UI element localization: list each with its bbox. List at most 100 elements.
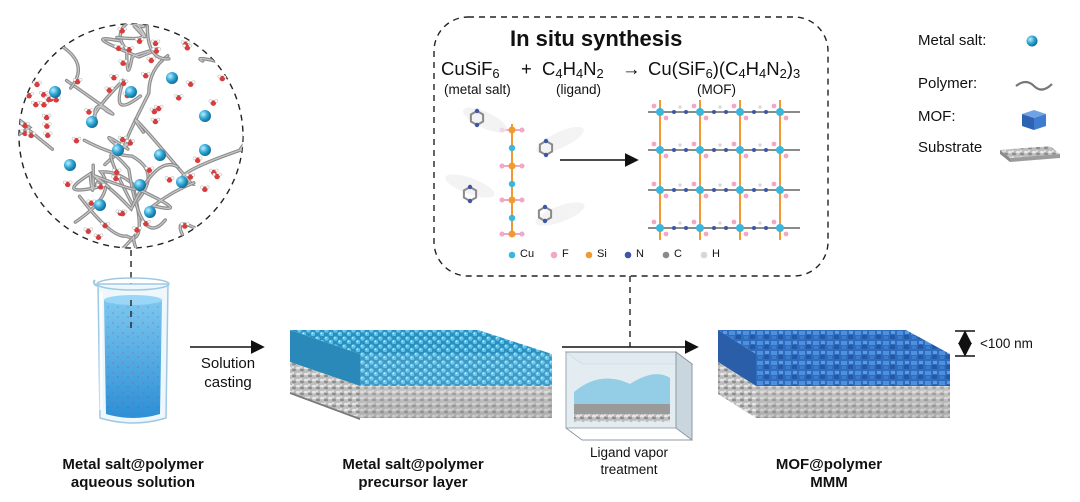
polymer-chain xyxy=(178,217,243,248)
element-label-si: Si xyxy=(597,248,607,260)
mof-f-atom xyxy=(783,115,789,121)
mof-f-atom xyxy=(651,181,657,187)
water-oxygen xyxy=(219,75,226,82)
water-hydrogen xyxy=(156,39,161,44)
metal-ion xyxy=(49,86,61,98)
mof-f-atom xyxy=(651,103,657,109)
water-hydrogen xyxy=(138,226,142,230)
polymer-chain-highlight xyxy=(104,55,169,166)
mof-cu-node xyxy=(656,224,664,232)
f-atom xyxy=(499,197,505,203)
water-hydrogen xyxy=(78,77,83,82)
mof-cu-node xyxy=(696,186,704,194)
mof-cu-node xyxy=(776,108,784,116)
n-atom xyxy=(467,198,473,204)
element-dot-f xyxy=(550,251,558,259)
water-hydrogen xyxy=(157,47,162,51)
water-hydrogen xyxy=(159,104,164,109)
metal-ion xyxy=(125,86,137,98)
n-atom xyxy=(543,138,549,144)
water-hydrogen xyxy=(140,37,145,41)
n-atom xyxy=(474,108,480,114)
n-atom xyxy=(543,152,549,158)
mof-h-atom xyxy=(678,221,682,225)
water-hydrogen xyxy=(23,192,28,197)
water-oxygen xyxy=(148,57,155,64)
water-hydrogen xyxy=(106,221,110,226)
metal-salt-label: (metal salt) xyxy=(444,82,511,97)
element-label-h: H xyxy=(712,248,720,260)
vapor-chamber xyxy=(564,351,694,441)
water-hydrogen xyxy=(118,79,123,83)
polymer-legend-icon xyxy=(1015,80,1053,91)
mof-n-atom xyxy=(764,148,768,152)
water-hydrogen xyxy=(39,101,43,105)
water-hydrogen xyxy=(144,166,149,170)
water-hydrogen xyxy=(117,209,122,214)
water-hydrogen xyxy=(141,71,145,76)
water-hydrogen xyxy=(208,99,213,103)
synthesis-box xyxy=(433,16,829,277)
water-hydrogen xyxy=(110,86,114,90)
legend-mof: MOF: xyxy=(918,108,956,125)
mof-h-atom xyxy=(758,221,762,225)
water-hydrogen xyxy=(47,113,52,118)
thickness-indicator xyxy=(955,330,975,357)
water-oxygen xyxy=(225,212,232,219)
precursor-layer-block xyxy=(290,330,552,420)
polymer-chain-highlight xyxy=(19,24,79,89)
water-hydrogen xyxy=(134,37,139,41)
water-oxygen xyxy=(146,167,153,173)
mof-cu-node xyxy=(736,224,744,232)
water-hydrogen xyxy=(130,46,134,50)
water-hydrogen xyxy=(188,44,193,48)
water-hydrogen xyxy=(156,117,161,122)
water-hydrogen xyxy=(44,95,48,100)
metal-ion xyxy=(166,72,178,84)
mof-n-atom xyxy=(684,188,688,192)
water-oxygen xyxy=(95,234,102,241)
water-oxygen xyxy=(44,123,50,129)
mof-h-atom xyxy=(758,105,762,109)
mof-f-atom xyxy=(783,153,789,159)
f-atom xyxy=(499,163,505,169)
beaker xyxy=(92,277,170,424)
mof-n-atom xyxy=(724,226,728,230)
water-hydrogen xyxy=(123,27,127,31)
water-oxygen xyxy=(88,200,95,206)
mof-f-atom xyxy=(691,181,697,187)
water-hydrogen xyxy=(113,44,118,48)
mof-n-atom xyxy=(712,188,716,192)
element-dot-h xyxy=(700,251,708,259)
element-dot-cu xyxy=(508,251,516,259)
water-oxygen xyxy=(39,57,46,64)
water-oxygen xyxy=(86,109,92,115)
polymer-chain-highlight xyxy=(134,95,243,185)
water-hydrogen xyxy=(123,135,128,140)
water-hydrogen xyxy=(123,209,128,214)
ligand-label: (ligand) xyxy=(556,82,602,97)
water-hydrogen xyxy=(164,176,169,180)
mof-f-atom xyxy=(703,193,709,199)
precursor-molecules xyxy=(445,107,585,238)
si-atom xyxy=(508,230,516,238)
water-hydrogen xyxy=(185,173,190,177)
metal-ion xyxy=(64,159,76,171)
metal-ion xyxy=(112,144,124,156)
water-oxygen xyxy=(106,87,113,93)
mof-f-atom xyxy=(703,153,709,159)
water-oxygen xyxy=(22,130,28,137)
water-hydrogen xyxy=(150,117,155,122)
mof-f-atom xyxy=(731,141,737,147)
water-oxygen xyxy=(73,137,80,144)
mof-n-atom xyxy=(752,148,756,152)
water-hydrogen xyxy=(42,122,46,126)
water-hydrogen xyxy=(147,219,151,224)
metal-ion xyxy=(199,110,211,122)
water-oxygen xyxy=(22,122,28,129)
water-hydrogen xyxy=(125,139,129,143)
metal-salt-formula: CuSiF6 xyxy=(441,58,500,81)
water-hydrogen xyxy=(26,131,30,136)
mof-n-atom xyxy=(724,110,728,114)
